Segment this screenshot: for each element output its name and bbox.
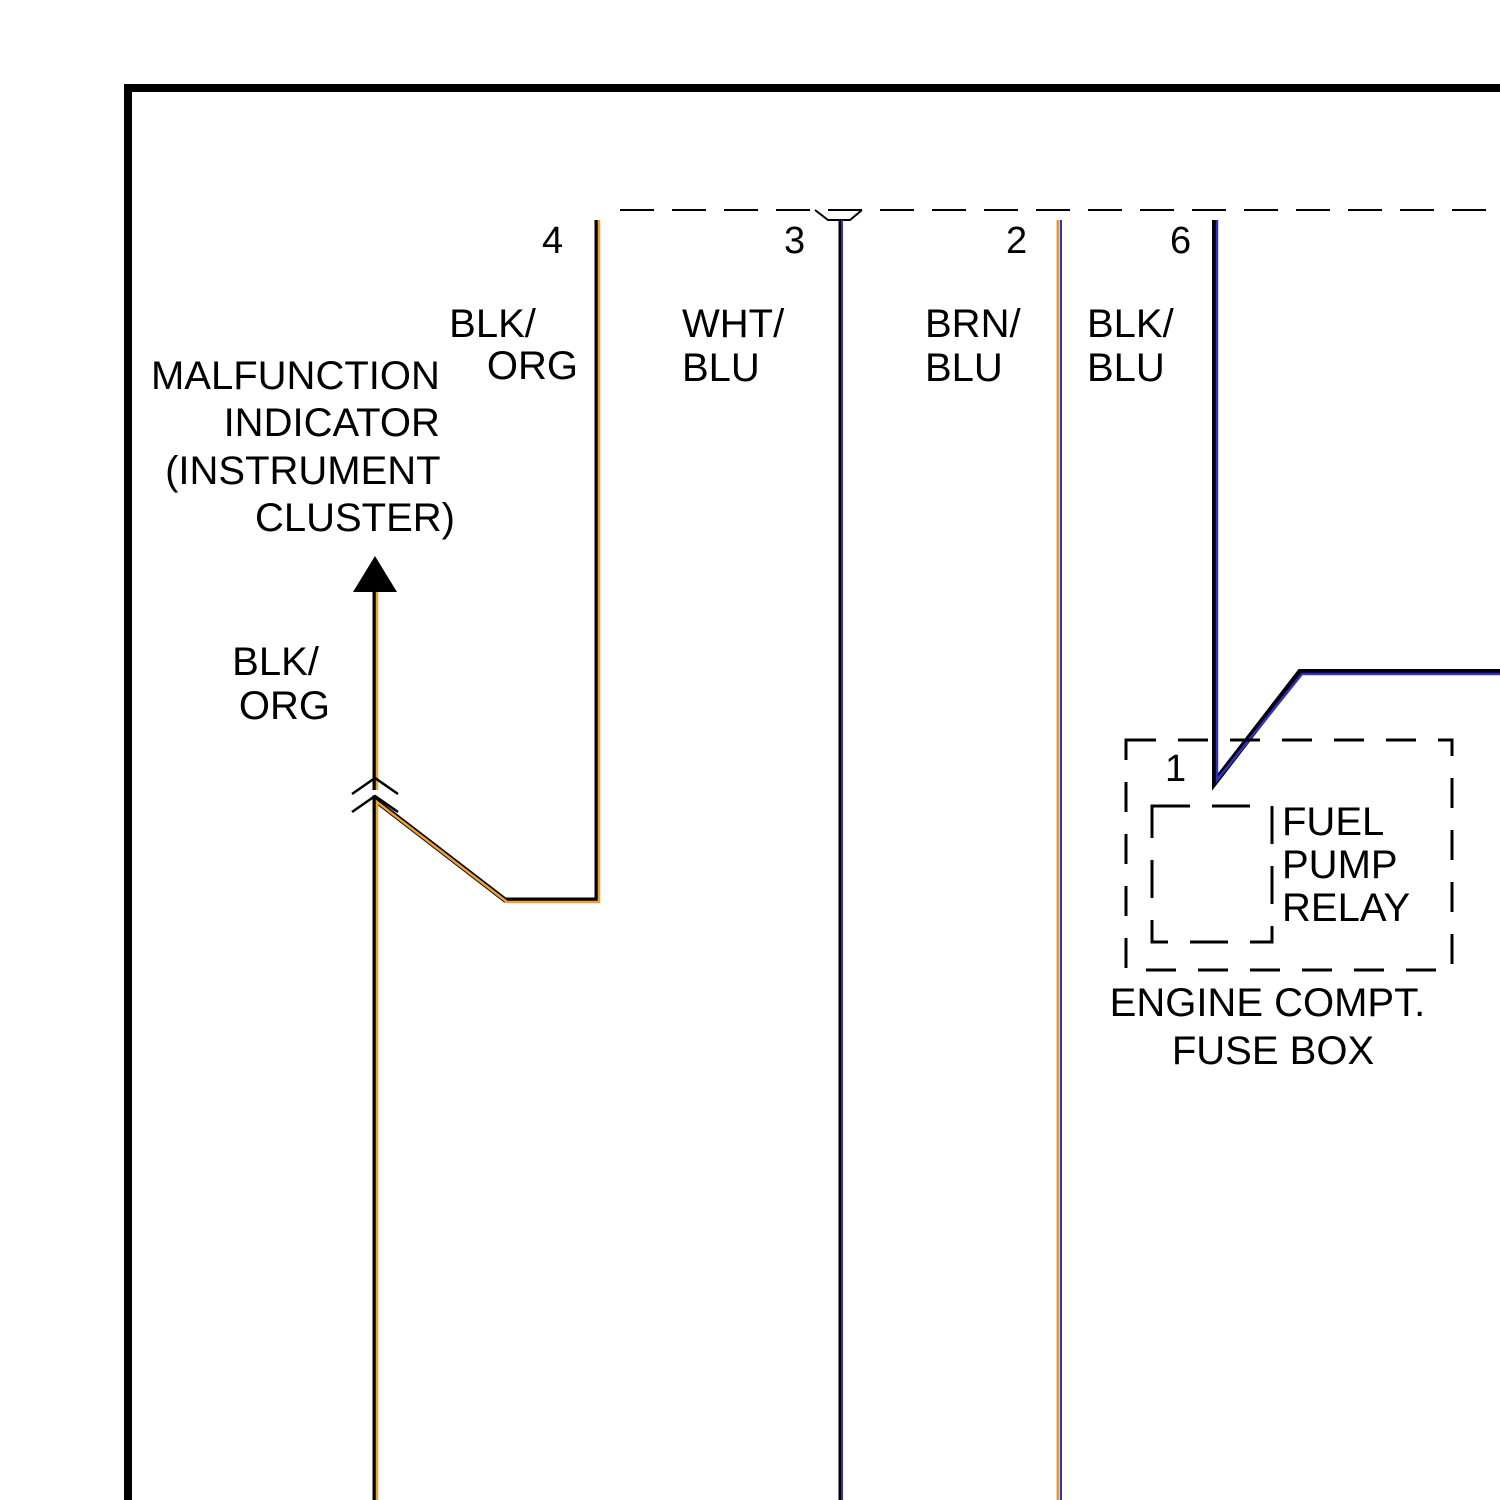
indicator-label: MALFUNCTION INDICATOR (INSTRUMENT CLUSTE… [151, 354, 455, 540]
wire-label-pin2: BRN/ BLU [925, 302, 1032, 390]
wire-pin6-blk-blu [1215, 220, 1500, 782]
indicator-arrow-icon [353, 556, 397, 592]
wire-pin2-brn-blu [1058, 220, 1061, 1500]
pin-number-6: 6 [1170, 220, 1191, 262]
fuse-box-label: ENGINE COMPT. FUSE BOX [1110, 981, 1437, 1073]
connector-notch-icon [815, 210, 862, 220]
wire-label-pin6: BLK/ BLU [1087, 302, 1185, 390]
pin-number-1: 1 [1165, 748, 1186, 790]
wire-label-indicator-feed: BLK/ ORG [232, 640, 330, 728]
wire-label-pin4: BLK/ ORG [449, 302, 578, 388]
pin-number-3: 3 [784, 220, 805, 262]
wire-label-pin3: WHT/ BLU [682, 302, 795, 390]
pin-number-2: 2 [1006, 220, 1027, 262]
diagram-frame [128, 88, 1500, 1500]
wire-indicator-feed [375, 590, 377, 790]
wire-pin3-wht-blu [840, 220, 842, 1500]
relay-label: FUEL PUMP RELAY [1282, 800, 1410, 930]
pin-number-4: 4 [542, 220, 563, 262]
relay-outline [1152, 806, 1272, 942]
